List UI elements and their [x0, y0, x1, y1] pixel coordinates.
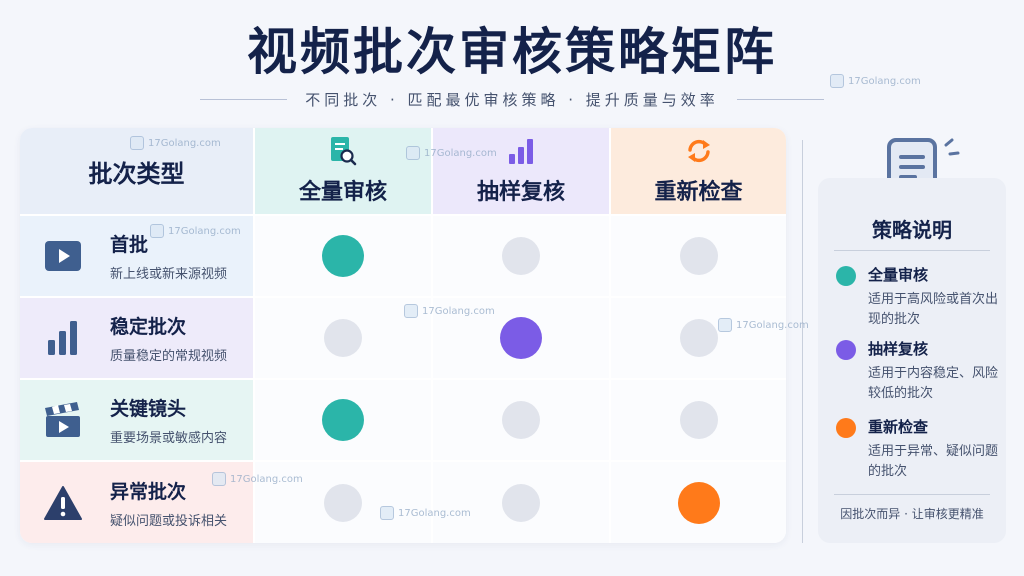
watermark-text: 17Golang.com — [230, 473, 303, 485]
row-title: 异常批次 — [110, 480, 187, 503]
column-header-recheck: 重新检查 — [611, 128, 786, 214]
legend-dot — [836, 418, 856, 438]
warning-icon — [42, 482, 84, 524]
watermark: 17Golang.com — [150, 224, 241, 238]
active-strategy-dot — [322, 235, 364, 277]
clapperboard-icon — [42, 399, 84, 441]
inactive-strategy-dot — [679, 237, 718, 275]
column-label: 重新检查 — [654, 180, 743, 205]
page-title: 视频批次审核策略矩阵 — [247, 23, 777, 81]
watermark: 17Golang.com — [406, 146, 497, 160]
watermark-logo-icon — [718, 318, 732, 332]
corner-label: 批次类型 — [88, 159, 185, 188]
row-subtitle: 质量稳定的常规视频 — [110, 349, 228, 364]
legend-dot — [836, 266, 856, 286]
legend-dot — [836, 340, 856, 360]
inactive-strategy-dot — [502, 483, 540, 522]
legend-item-name: 全量审核 — [868, 266, 929, 284]
active-strategy-dot — [677, 481, 720, 524]
watermark-text: 17Golang.com — [398, 507, 471, 519]
vertical-divider — [802, 140, 803, 543]
watermark-logo-icon — [212, 472, 226, 486]
watermark-logo-icon — [406, 146, 420, 160]
legend-panel: 策略说明 全量审核 适用于高风险或首次出现的批次 抽样复核 适用于内容稳定、风险… — [818, 178, 1006, 543]
row-subtitle: 疑似问题或投诉相关 — [110, 513, 228, 529]
watermark-text: 17Golang.com — [168, 225, 241, 237]
row-title: 首批 — [110, 234, 149, 256]
inactive-strategy-dot — [324, 319, 362, 357]
legend-item-desc: 适用于内容稳定、风险较低的批次 — [868, 366, 999, 401]
row-subtitle: 重要场景或敏感内容 — [110, 431, 228, 446]
strategy-matrix: 批次类型 全量审核 抽样复核 — [20, 128, 786, 543]
bar-chart-icon — [506, 136, 536, 166]
inactive-strategy-dot — [679, 401, 718, 439]
subtitle-line-right — [736, 98, 824, 100]
inactive-strategy-dot — [679, 319, 718, 357]
watermark: 17Golang.com — [212, 472, 303, 486]
inactive-strategy-dot — [502, 401, 540, 439]
active-strategy-dot — [500, 317, 542, 359]
legend-item-recheck: 重新检查 适用于异常、疑似问题的批次 — [836, 416, 1001, 486]
watermark: 17Golang.com — [830, 74, 921, 88]
page-subtitle: 不同批次 · 匹配最优审核策略 · 提升质量与效率 — [305, 90, 719, 109]
inactive-strategy-dot — [324, 483, 362, 522]
legend-divider — [834, 250, 990, 251]
row-title: 稳定批次 — [110, 316, 187, 338]
legend-item-full-review: 全量审核 适用于高风险或首次出现的批次 — [836, 264, 1001, 334]
watermark-text: 17Golang.com — [422, 305, 495, 317]
play-video-icon — [42, 235, 84, 277]
legend-item-desc: 适用于异常、疑似问题的批次 — [868, 444, 999, 479]
column-header-full-review: 全量审核 — [255, 128, 431, 214]
watermark-logo-icon — [380, 506, 394, 520]
legend-title: 策略说明 — [872, 218, 952, 242]
watermark-text: 17Golang.com — [424, 147, 497, 159]
subtitle-row: 不同批次 · 匹配最优审核策略 · 提升质量与效率 — [200, 88, 824, 110]
legend-footer: 因批次而异 · 让审核更精准 — [840, 507, 984, 521]
column-label: 抽样复核 — [476, 180, 565, 205]
legend-item-name: 重新检查 — [868, 418, 929, 436]
row-first-batch: 首批 新上线或新来源视频 — [20, 216, 253, 296]
watermark-text: 17Golang.com — [148, 137, 221, 149]
watermark: 17Golang.com — [404, 304, 495, 318]
legend-item-desc: 适用于高风险或首次出现的批次 — [868, 292, 999, 327]
inactive-strategy-dot — [502, 237, 540, 275]
refresh-icon — [684, 136, 714, 166]
document-search-icon — [328, 136, 358, 166]
watermark: 17Golang.com — [718, 318, 809, 332]
column-header-sample-review: 抽样复核 — [433, 128, 609, 214]
watermark-text: 17Golang.com — [736, 319, 809, 331]
row-title: 关键镜头 — [110, 398, 187, 420]
active-strategy-dot — [322, 399, 364, 441]
watermark-logo-icon — [130, 136, 144, 150]
watermark-text: 17Golang.com — [848, 75, 921, 87]
watermark-logo-icon — [150, 224, 164, 238]
row-key-shots: 关键镜头 重要场景或敏感内容 — [20, 380, 253, 460]
watermark-logo-icon — [830, 74, 844, 88]
row-stable-batch: 稳定批次 质量稳定的常规视频 — [20, 298, 253, 378]
watermark-logo-icon — [404, 304, 418, 318]
watermark: 17Golang.com — [130, 136, 221, 150]
legend-divider — [834, 494, 990, 495]
watermark: 17Golang.com — [380, 506, 471, 520]
subtitle-line-left — [200, 98, 288, 100]
column-label: 全量审核 — [298, 180, 387, 205]
legend-item-sample-review: 抽样复核 适用于内容稳定、风险较低的批次 — [836, 338, 1001, 408]
bar-chart-icon — [42, 317, 84, 359]
row-subtitle: 新上线或新来源视频 — [110, 267, 228, 282]
legend-item-name: 抽样复核 — [868, 340, 929, 358]
